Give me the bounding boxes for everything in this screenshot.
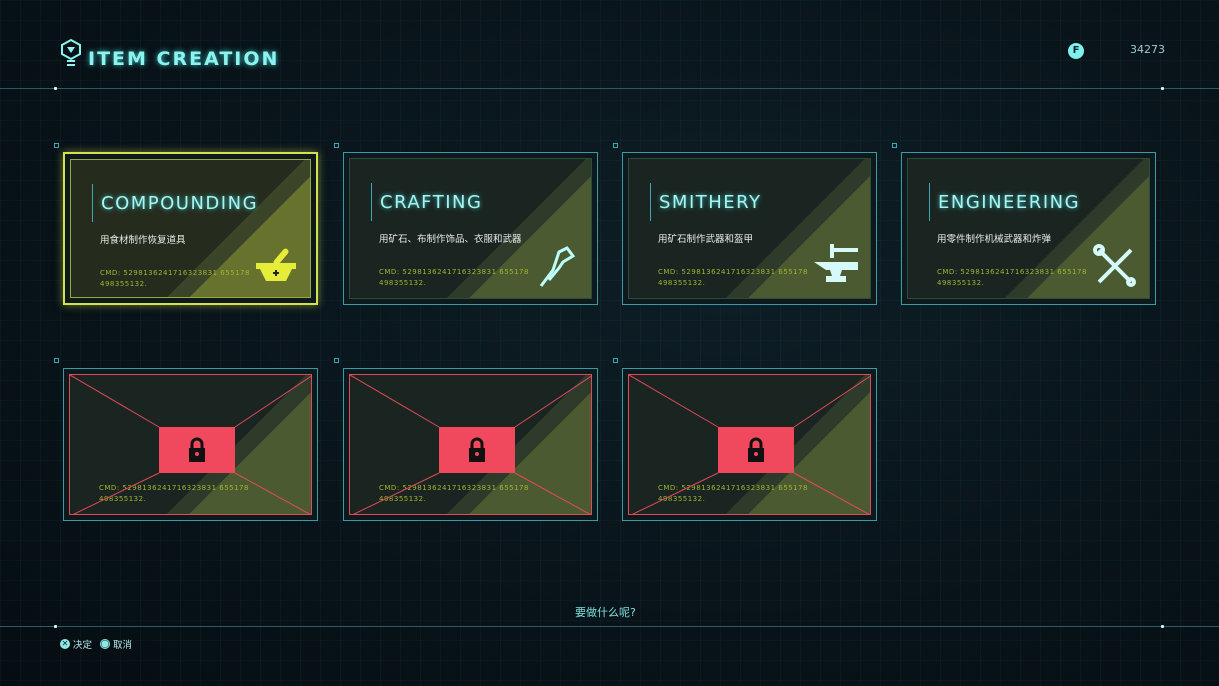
page-title: ITEM CREATION [88, 48, 280, 70]
card-cmd-text: CMD: 5298136241716323831 655178498355132… [658, 484, 808, 503]
lock-panel [439, 427, 515, 473]
currency-amount: 34273 [1130, 43, 1165, 56]
lock-icon [748, 437, 764, 462]
category-card-engineering[interactable]: ENGINEERING 用零件制作机械武器和炸弹 CMD: 5298136241… [901, 152, 1156, 305]
card-cmd-text: CMD: 5298136241716323831 655178498355132… [99, 484, 249, 503]
cancel-label: 取消 [113, 640, 133, 651]
card-marker [613, 358, 618, 363]
header-divider [0, 88, 1219, 89]
circle-button-icon: ◯ [100, 639, 110, 649]
card-cmd-text: CMD: 5298136241716323831 655178498355132… [100, 269, 250, 288]
category-card-smithery[interactable]: SMITHERY 用矿石制作武器和盔甲 CMD: 529813624171632… [622, 152, 877, 305]
divider-dot [1161, 87, 1164, 90]
footer-divider [0, 626, 1219, 627]
locked-card[interactable]: CMD: 5298136241716323831 655178498355132… [622, 368, 877, 521]
confirm-hint[interactable]: ✕决定 [60, 637, 92, 651]
divider-dot [54, 625, 57, 628]
card-description: 用矿石、布制作饰品、衣服和武器 [379, 234, 522, 245]
category-card-compounding[interactable]: COMPOUNDING 用食材制作恢复道具 CMD: 5298136241716… [63, 152, 318, 305]
card-cmd-text: CMD: 5298136241716323831 655178498355132… [379, 268, 529, 287]
lightbulb-gem-icon [61, 38, 81, 66]
card-cmd-text: CMD: 5298136241716323831 655178498355132… [658, 268, 808, 287]
card-marker [54, 358, 59, 363]
lock-icon [469, 437, 485, 462]
lock-cross-lines [629, 375, 870, 514]
lock-panel [718, 427, 794, 473]
card-title: COMPOUNDING [101, 193, 259, 214]
card-title: SMITHERY [659, 192, 762, 213]
card-title: ENGINEERING [938, 192, 1081, 213]
card-marker [334, 358, 339, 363]
cross-button-icon: ✕ [60, 639, 70, 649]
locked-card[interactable]: CMD: 5298136241716323831 655178498355132… [63, 368, 318, 521]
lock-cross-lines [70, 375, 311, 514]
card-description: 用零件制作机械武器和炸弹 [937, 234, 1052, 245]
lock-cross-lines [350, 375, 591, 514]
card-marker [334, 143, 339, 148]
bracket-decoration [366, 183, 372, 221]
category-card-crafting[interactable]: CRAFTING 用矿石、布制作饰品、衣服和武器 CMD: 5298136241… [343, 152, 598, 305]
card-marker [892, 143, 897, 148]
locked-card[interactable]: CMD: 5298136241716323831 655178498355132… [343, 368, 598, 521]
bracket-decoration [87, 184, 93, 222]
card-marker [613, 143, 618, 148]
bracket-decoration [924, 183, 930, 221]
divider-dot [54, 87, 57, 90]
card-cmd-text: CMD: 5298136241716323831 655178498355132… [379, 484, 529, 503]
divider-dot [1161, 625, 1164, 628]
confirm-label: 决定 [73, 640, 93, 651]
bracket-decoration [645, 183, 651, 221]
lock-panel [159, 427, 235, 473]
card-title: CRAFTING [380, 192, 483, 213]
cancel-hint[interactable]: ◯取消 [100, 637, 132, 651]
card-description: 用食材制作恢复道具 [100, 235, 186, 246]
card-description: 用矿石制作武器和盔甲 [658, 234, 754, 245]
prompt-text: 要做什么呢? [575, 606, 636, 619]
f-coin-icon: F [1068, 43, 1084, 59]
lock-icon [189, 437, 205, 462]
card-cmd-text: CMD: 5298136241716323831 655178498355132… [937, 268, 1087, 287]
card-marker [54, 143, 59, 148]
